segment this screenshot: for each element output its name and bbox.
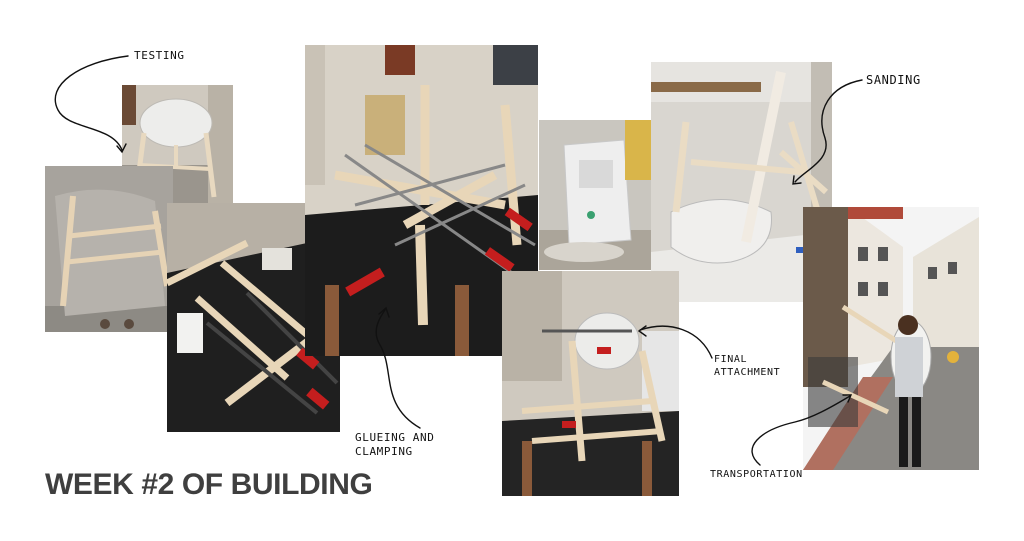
page-title: WEEK #2 OF BUILDING: [45, 468, 373, 501]
arrow-testing: [54, 55, 129, 151]
photo-rails: [45, 166, 173, 332]
photo-transportation: [803, 207, 979, 470]
photo-sawdust-bag: [539, 120, 651, 270]
annotation-sanding: SANDING: [866, 73, 921, 87]
photo-testing: [122, 85, 233, 207]
photo-final-attachment: [502, 271, 679, 496]
annotation-glueing-clamping: GLUEING AND CLAMPING: [355, 431, 435, 458]
annotation-final-attachment: FINAL ATTACHMENT: [714, 354, 781, 378]
annotation-transportation: TRANSPORTATION: [710, 469, 803, 480]
photo-glueing-clamping: [305, 45, 538, 356]
annotation-testing: TESTING: [134, 49, 185, 62]
